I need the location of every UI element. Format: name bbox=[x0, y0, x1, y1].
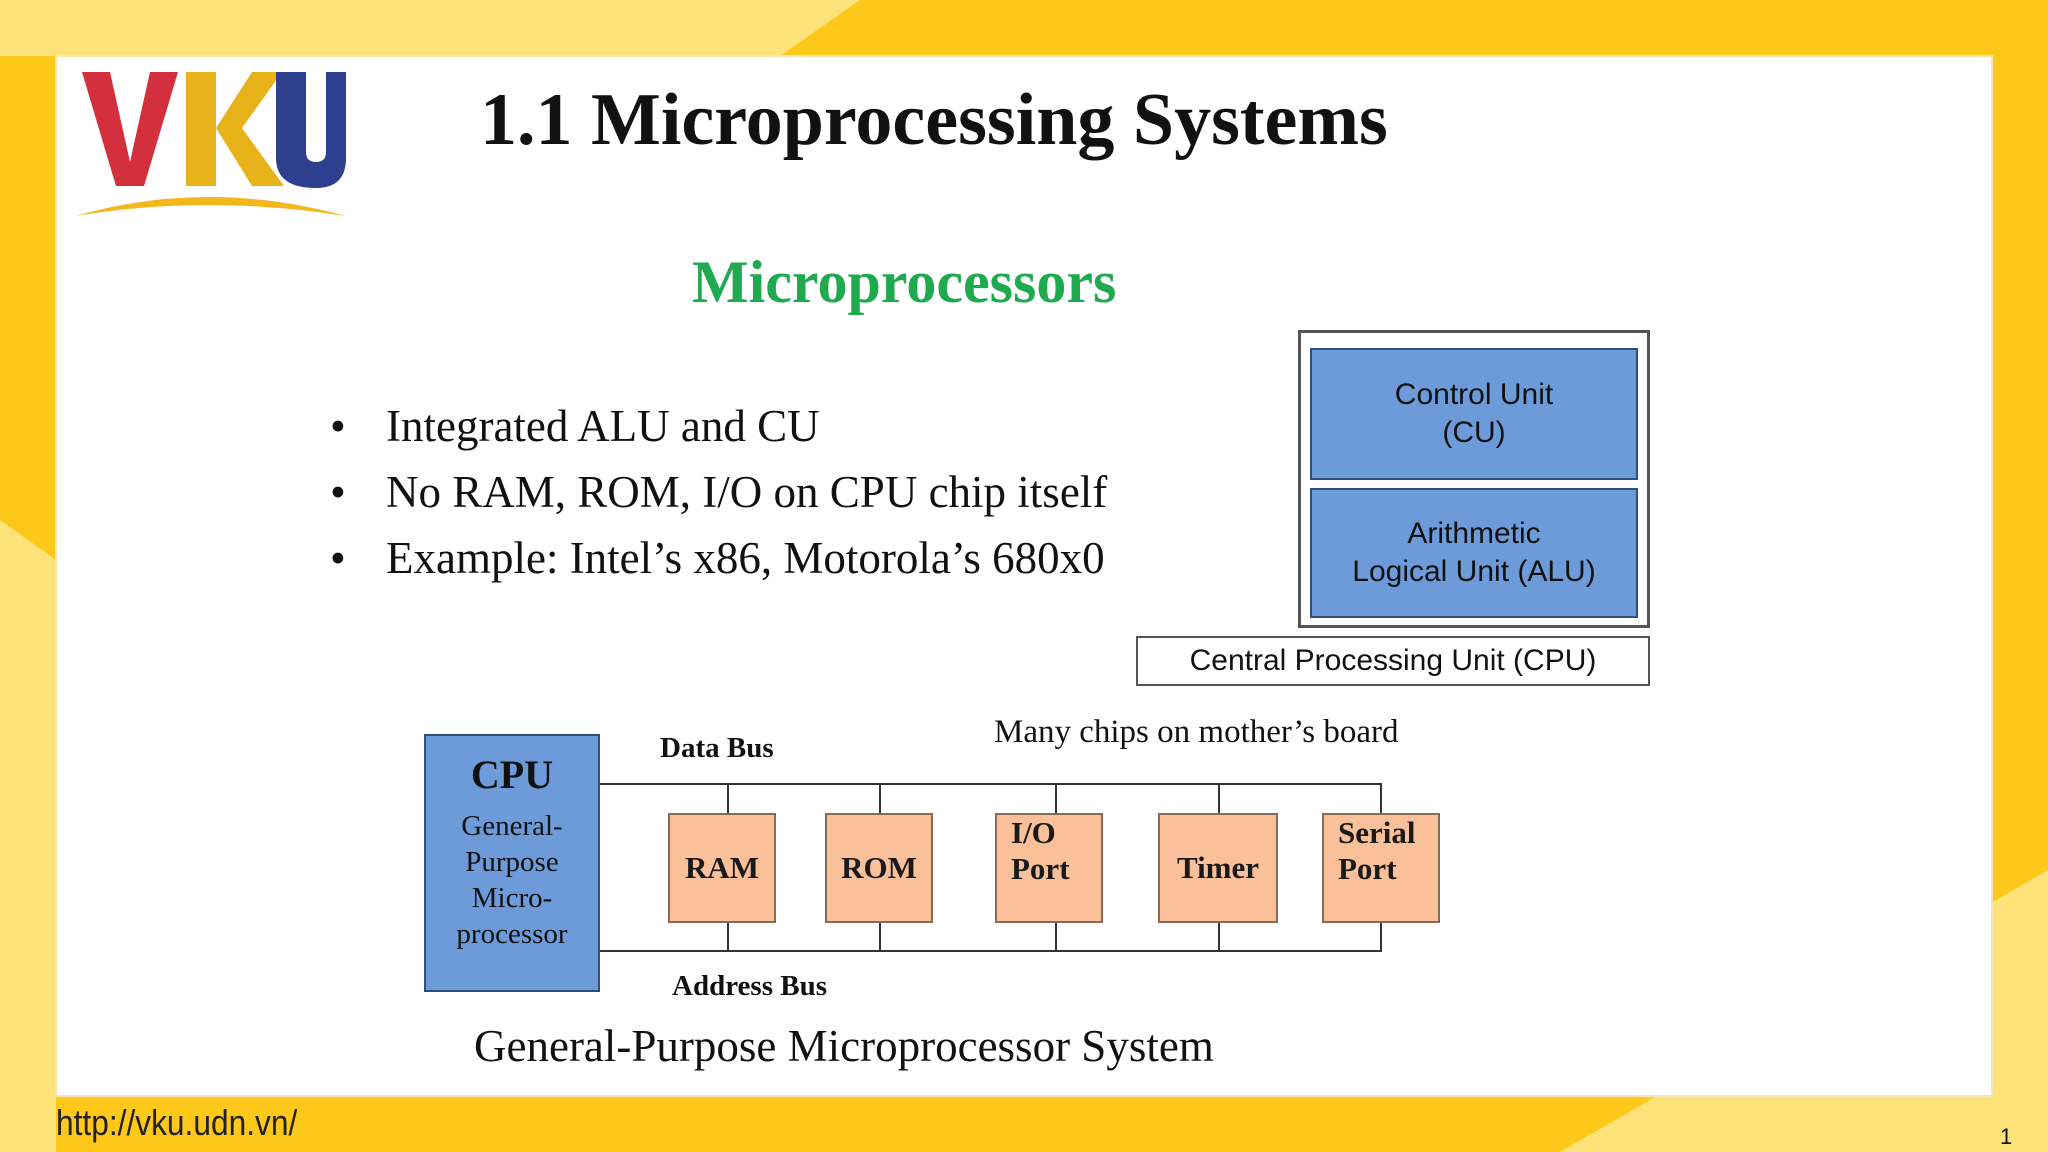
cpu-desc-line: Micro- bbox=[471, 882, 553, 914]
io-port-label-line1: I/O bbox=[1011, 815, 1056, 850]
data-bus-line bbox=[598, 783, 1382, 785]
timer-chip: Timer bbox=[1158, 813, 1278, 923]
bus-connector bbox=[1380, 783, 1382, 813]
cpu-desc-line: Purpose bbox=[465, 846, 559, 878]
bus-connector bbox=[879, 783, 881, 813]
slide-title: 1.1 Microprocessing Systems bbox=[480, 79, 1388, 161]
bus-connector bbox=[1380, 923, 1382, 951]
bus-connector bbox=[1055, 783, 1057, 813]
rom-label: ROM bbox=[841, 850, 917, 885]
timer-label: Timer bbox=[1176, 850, 1260, 885]
bus-connector bbox=[1055, 923, 1057, 951]
serial-port-label-line1: Serial bbox=[1338, 815, 1416, 850]
rom-chip: ROM bbox=[825, 813, 933, 923]
cpu-outer-frame bbox=[1298, 330, 1650, 628]
bus-connector bbox=[727, 783, 729, 813]
address-bus-line bbox=[598, 950, 1382, 952]
serial-port-label-line2: Port bbox=[1338, 851, 1397, 886]
bullet-dot-icon: • bbox=[330, 467, 346, 517]
alu-label-line1: Arithmetic bbox=[1407, 517, 1541, 550]
bus-connector bbox=[879, 923, 881, 951]
bullet-dot-icon: • bbox=[330, 401, 346, 451]
section-heading: Microprocessors bbox=[692, 249, 1117, 315]
cpu-box: CPU General- Purpose Micro- processor bbox=[424, 734, 600, 992]
vku-logo bbox=[76, 72, 346, 216]
cpu-desc-line: processor bbox=[456, 918, 568, 950]
bullet-text: No RAM, ROM, I/O on CPU chip itself bbox=[386, 467, 1108, 517]
motherboard-note: Many chips on mother’s board bbox=[994, 714, 1399, 750]
ram-chip: RAM bbox=[668, 813, 776, 923]
cpu-caption-box: Central Processing Unit (CPU) bbox=[1136, 636, 1650, 686]
control-unit-label: Control Unit bbox=[1394, 378, 1554, 411]
io-port-label-line2: Port bbox=[1011, 851, 1070, 886]
bus-connector bbox=[727, 923, 729, 951]
cpu-box-title: CPU bbox=[470, 752, 554, 797]
footer-url[interactable]: http://vku.udn.vn/ bbox=[56, 1102, 298, 1143]
bullet-text: Integrated ALU and CU bbox=[386, 401, 820, 451]
ram-label: RAM bbox=[684, 850, 760, 885]
data-bus-label: Data Bus bbox=[660, 732, 774, 764]
diagram-caption: General-Purpose Microprocessor System bbox=[474, 1021, 1214, 1071]
bus-connector bbox=[1218, 923, 1220, 951]
bullet-dot-icon: • bbox=[330, 533, 346, 583]
bus-connector bbox=[1218, 783, 1220, 813]
control-unit-box: Control Unit (CU) bbox=[1310, 348, 1638, 480]
cpu-desc-line: General- bbox=[461, 810, 563, 842]
cpu-caption: Central Processing Unit (CPU) bbox=[1189, 644, 1597, 677]
bullet-text: Example: Intel’s x86, Motorola’s 680x0 bbox=[386, 533, 1105, 583]
page-number: 1 bbox=[2000, 1124, 2013, 1149]
address-bus-label: Address Bus bbox=[672, 970, 827, 1002]
alu-label-line2: Logical Unit (ALU) bbox=[1352, 555, 1596, 588]
io-port-chip: I/O Port bbox=[995, 813, 1103, 923]
serial-port-chip: Serial Port bbox=[1322, 813, 1440, 923]
control-unit-abbr: (CU) bbox=[1442, 416, 1506, 449]
alu-box: Arithmetic Logical Unit (ALU) bbox=[1310, 488, 1638, 618]
